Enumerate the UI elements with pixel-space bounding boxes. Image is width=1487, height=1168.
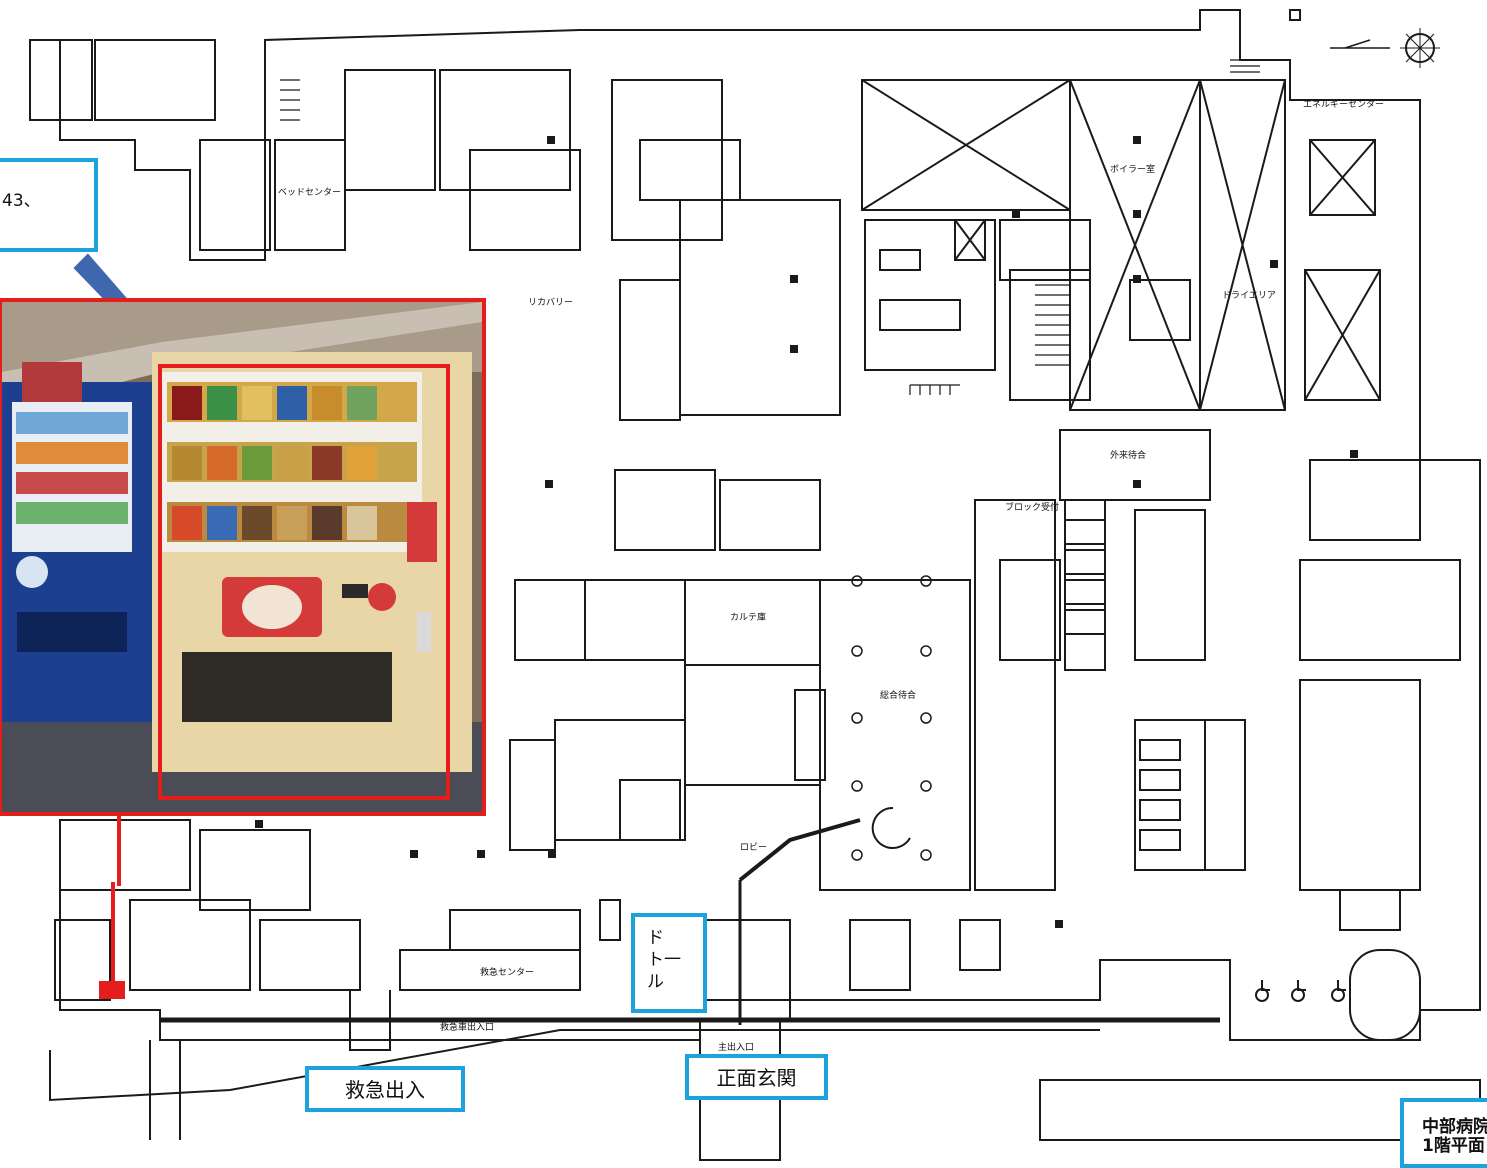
callout-dt-line-3: ル [647, 972, 664, 992]
vending-machine-location-marker [99, 981, 125, 999]
wheelchair-icon [1331, 980, 1346, 1002]
map-title-line-1: 中部病院 [1422, 1117, 1487, 1137]
map-label-emergency-exit: 救急車出入口 [440, 1021, 494, 1033]
map-label-bed-center: ベッドセンター [278, 187, 341, 198]
map-label-central-waiting: 総合待合 [880, 689, 916, 701]
callout-dt-line-2: ト一 [647, 950, 681, 970]
map-label-main-entrance: 主出入口 [718, 1041, 754, 1053]
vending-machine-photo [0, 298, 486, 816]
location-connector [111, 882, 115, 986]
map-label-boiler-room: ボイラー室 [1110, 163, 1155, 175]
map-title-line-2: 1階平面 [1422, 1136, 1485, 1156]
north-arrow-icon [1330, 28, 1440, 68]
vending-machine-highlight [158, 364, 450, 800]
location-connector [117, 816, 121, 886]
map-label-energy-center: エネルギーセンター [1303, 99, 1384, 110]
map-label-dry-area: ドライエリア [1222, 290, 1276, 301]
callout-main-entrance: 正面玄関 [685, 1054, 828, 1100]
callout-dt-line-1: ド [647, 928, 664, 948]
map-label-emergency-center: 救急センター [480, 966, 534, 978]
callout-emergency-entrance: 救急出入 [305, 1066, 465, 1112]
wheelchair-icon [1291, 980, 1306, 1002]
map-label-karte-library: カルテ庫 [730, 611, 766, 623]
map-label-outpatient-waiting: 外来待合 [1110, 449, 1146, 461]
map-title: 中部病院 1階平面 [1400, 1098, 1487, 1168]
callout-dt: ド ト一 ル [631, 913, 707, 1013]
callout-partial: 43、 [0, 158, 98, 252]
map-label-lobby: ロビー [740, 842, 767, 853]
map-label-recovery: リカバリー [528, 297, 573, 308]
map-label-block-reception: ブロック受付 [1005, 501, 1059, 513]
wheelchair-icon [1255, 980, 1270, 1002]
